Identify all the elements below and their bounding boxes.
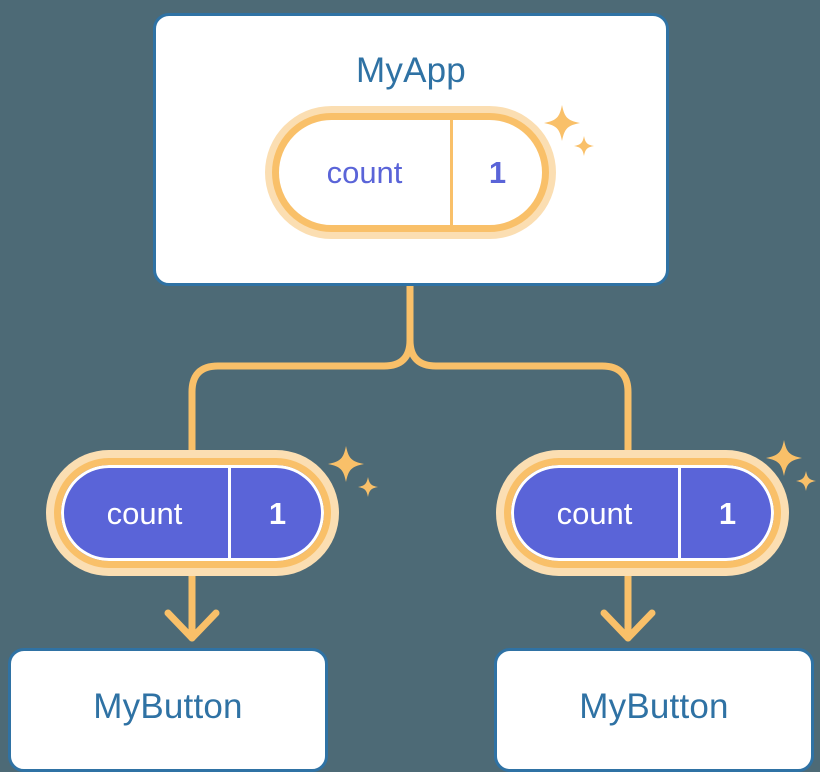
left-prop-pill[interactable]: count 1 [54,458,331,568]
wire-arrowhead-left [164,609,220,642]
wire-arrowhead-right [600,609,656,642]
mybutton-right-title: MyButton [579,687,729,726]
right-prop-key: count [511,465,681,561]
myapp-state-key: count [279,120,453,225]
component-card-mybutton-left[interactable]: MyButton [8,648,328,772]
component-card-mybutton-right[interactable]: MyButton [494,648,814,772]
right-prop-value: 1 [718,495,737,531]
myapp-title: MyApp [356,51,466,90]
left-prop-value: 1 [268,495,287,531]
wire-branch-left [188,336,414,456]
myapp-state-value: 1 [488,155,507,190]
sparkle-small-icon [796,471,816,491]
sparkle-small-icon [358,477,378,497]
right-prop-pill[interactable]: count 1 [504,458,781,568]
mybutton-left-title: MyButton [93,687,243,726]
wire-branch-right [406,336,632,456]
myapp-state-pill[interactable]: count 1 [272,113,549,232]
sparkle-large-icon [328,446,364,482]
left-prop-key: count [61,465,231,561]
